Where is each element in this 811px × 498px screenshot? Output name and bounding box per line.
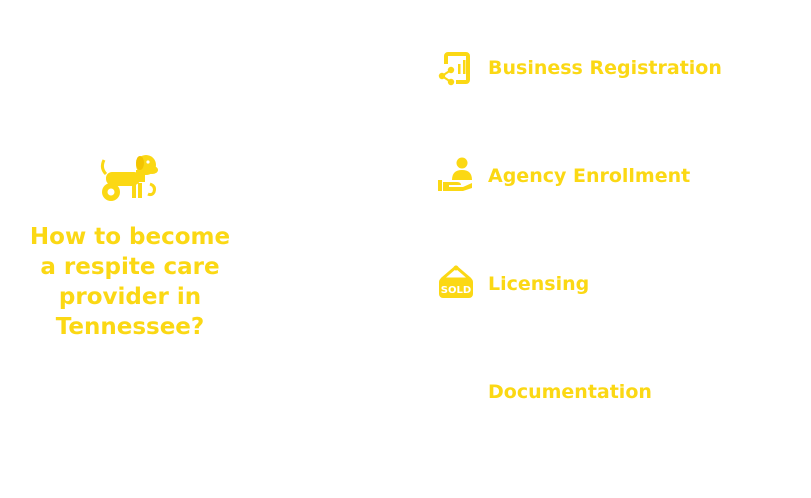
dog-wheelchair-icon — [100, 155, 158, 201]
step-label: Business Registration — [488, 57, 722, 79]
step-label: Documentation — [488, 381, 652, 403]
svg-text:SOLD: SOLD — [441, 285, 471, 296]
step-agency-enrollment: Agency Enrollment — [436, 156, 690, 196]
page-title: How to become a respite care provider in… — [29, 224, 231, 340]
step-label: Licensing — [488, 273, 590, 295]
step-documentation: Documentation — [436, 372, 652, 412]
document-share-icon — [438, 52, 470, 86]
step-licensing: SOLD Licensing — [436, 264, 589, 304]
sold-sign-icon: SOLD — [439, 265, 473, 298]
blank-icon — [436, 372, 476, 412]
person-hand-icon — [438, 157, 472, 191]
hero-section: How to become a respite care provider in… — [20, 150, 240, 342]
step-label: Agency Enrollment — [488, 165, 691, 187]
step-business-registration: Business Registration — [436, 48, 722, 88]
